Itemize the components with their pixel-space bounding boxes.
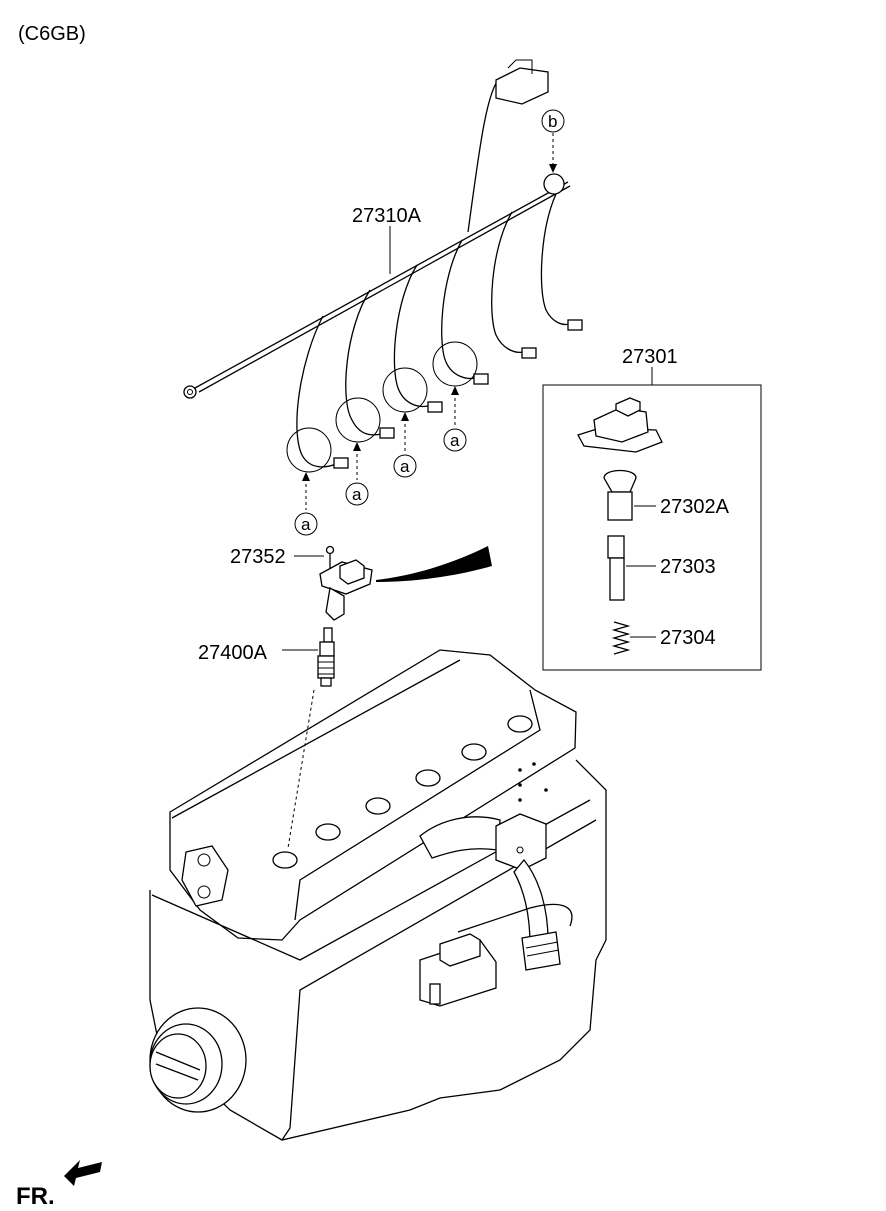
ref-a-label-4: a <box>450 431 460 450</box>
wiring-harness <box>183 59 583 473</box>
ref-a-label-2: a <box>352 485 362 504</box>
part-label-spring: 27304 <box>660 627 716 649</box>
bolt <box>325 545 335 568</box>
engine-block <box>149 649 607 1141</box>
front-direction-arrow-icon <box>64 1160 102 1186</box>
ref-a-label-1: a <box>301 515 311 534</box>
ref-a-label-3: a <box>400 457 410 476</box>
front-direction-label: FR. <box>16 1183 55 1210</box>
spark-plug <box>317 627 335 687</box>
ref-b-label: b <box>548 112 557 131</box>
ref-b-circle <box>541 109 565 133</box>
part-label-harness: 27310A <box>352 205 422 227</box>
part-label-boot: 27302A <box>660 496 730 518</box>
engine-code-label: (C6GB) <box>18 23 86 45</box>
ignition-coil <box>319 546 492 621</box>
part-label-spark-plug: 27400A <box>198 642 268 664</box>
part-label-bolt: 27352 <box>230 546 286 568</box>
part-label-rod: 27303 <box>660 556 716 578</box>
part-label-coil-kit: 27301 <box>622 346 678 368</box>
ref-a-markers: a a a a <box>294 386 467 536</box>
coil-kit-box <box>542 367 762 671</box>
